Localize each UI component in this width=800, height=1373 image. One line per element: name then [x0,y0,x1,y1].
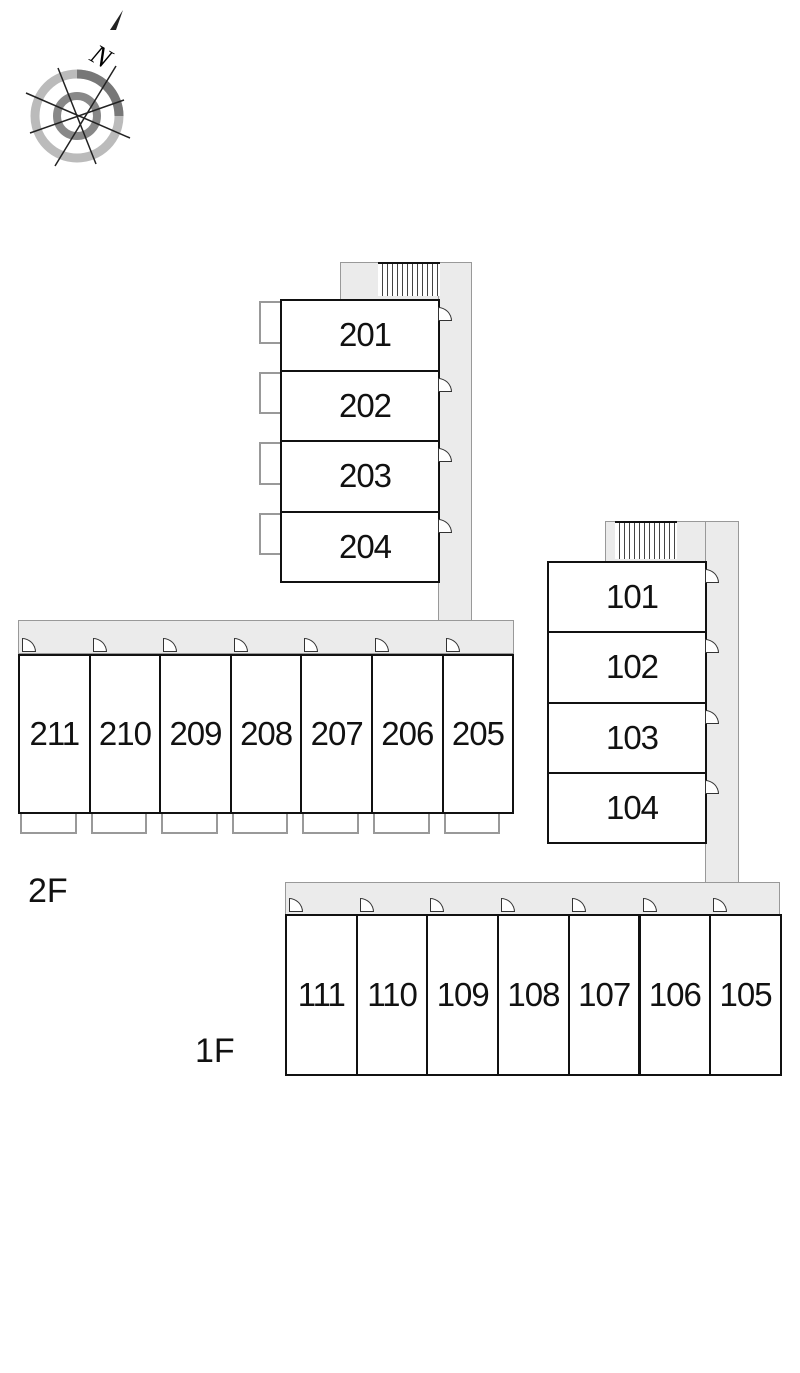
unit-101: 101 [547,561,707,634]
staircase [615,521,677,559]
unit-208: 208 [229,654,303,814]
unit-105: 105 [709,914,782,1076]
unit-203: 203 [280,440,440,513]
unit-202: 202 [280,369,440,442]
balcony [373,812,430,834]
balcony [259,442,282,485]
balcony [259,371,282,414]
balcony [231,812,289,834]
staircase [378,262,440,296]
unit-211: 211 [18,654,91,814]
balcony [161,812,218,834]
balcony [259,301,282,344]
unit-209: 209 [159,654,232,814]
corridor [438,262,472,652]
unit-205: 205 [441,654,515,814]
floor-label-1f: 1F [195,1032,235,1070]
unit-110: 110 [355,914,429,1076]
balcony [259,512,282,555]
balcony [90,812,148,834]
floor-label-2f: 2F [28,872,68,910]
unit-108: 108 [497,914,570,1076]
unit-210: 210 [88,654,162,814]
unit-104: 104 [547,771,707,845]
unit-207: 207 [300,654,373,814]
compass-icon: N [25,10,131,167]
unit-109: 109 [426,914,500,1076]
unit-103: 103 [547,701,707,774]
unit-106: 106 [638,914,712,1076]
unit-107: 107 [567,914,641,1076]
corridor [18,620,514,654]
unit-204: 204 [280,510,440,583]
north-label: N [84,38,118,75]
balcony [302,812,359,834]
unit-206: 206 [371,654,444,814]
unit-102: 102 [547,631,707,704]
balcony [443,812,501,834]
unit-201: 201 [280,299,440,372]
unit-111: 111 [285,914,358,1076]
balcony [20,812,77,834]
